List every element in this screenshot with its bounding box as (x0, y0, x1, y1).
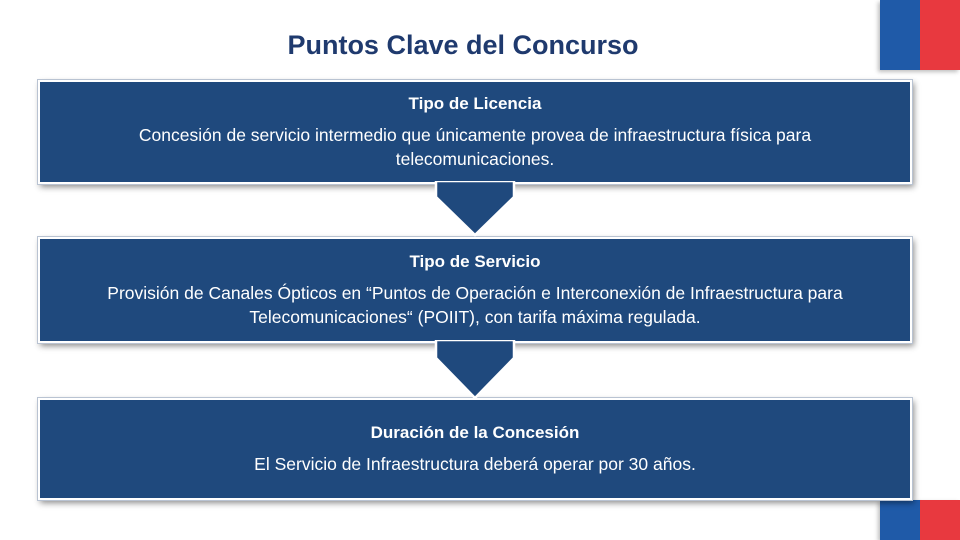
step-description: El Servicio de Infraestructura deberá op… (254, 453, 696, 474)
step-box-duracion: Duración de la Concesión El Servicio de … (37, 397, 913, 501)
down-arrow-icon (434, 181, 516, 237)
flag-red-stripe (920, 500, 960, 540)
step-box-servicio: Tipo de Servicio Provisión de Canales Óp… (37, 236, 913, 344)
page-title: Puntos Clave del Concurso (287, 30, 639, 60)
flag-red-stripe (920, 0, 960, 70)
step-description: Provisión de Canales Ópticos en “Puntos … (107, 282, 843, 327)
step-heading: Duración de la Concesión (370, 422, 580, 442)
down-arrow-icon (434, 340, 516, 400)
step-box-licencia: Tipo de Licencia Concesión de servicio i… (37, 79, 913, 185)
flag-blue-stripe (880, 0, 920, 70)
step-description: Concesión de servicio intermedio que úni… (138, 124, 812, 169)
flag-decoration-top (880, 0, 960, 70)
step-heading: Tipo de Licencia (408, 93, 542, 113)
step-heading: Tipo de Servicio (409, 251, 541, 271)
flag-blue-stripe (880, 500, 920, 540)
flag-decoration-bottom (880, 500, 960, 540)
